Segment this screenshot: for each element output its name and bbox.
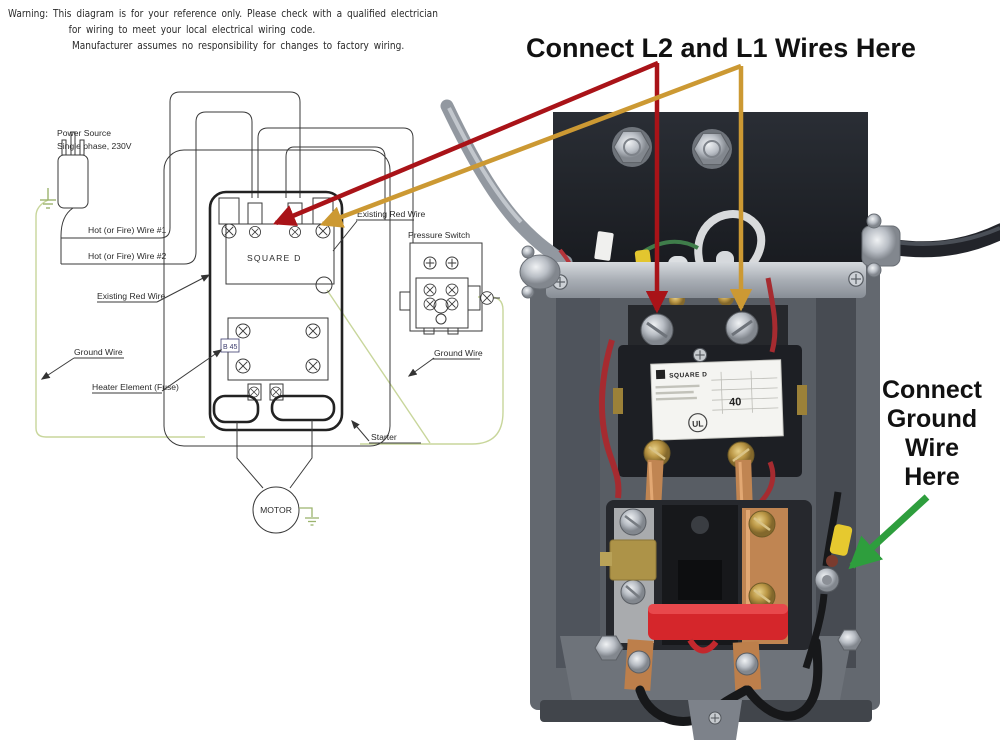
ground-terminal — [802, 491, 853, 670]
motor-circuit: MOTOR — [212, 394, 336, 534]
terminal-screw — [288, 225, 302, 239]
left-cable-clamp — [519, 245, 561, 299]
output-cable-highlight — [894, 226, 1000, 246]
contactor-brand: SQUARE D — [669, 371, 708, 379]
hot-wire-2-path — [61, 111, 253, 265]
power-source-label-2: Single phase, 230V — [57, 141, 132, 151]
motor-ground-symbol — [299, 507, 319, 526]
hot-wire-1-path — [61, 91, 301, 239]
heater-tab — [600, 552, 612, 566]
pressure-switch-symbol — [399, 242, 500, 335]
wire-loop — [212, 394, 260, 424]
square-d-label: SQUARE D — [247, 253, 302, 263]
side-terminal-screw — [480, 291, 494, 305]
ul-mark: UL — [692, 418, 704, 428]
terminal-screw — [221, 223, 237, 239]
starter-photo: SQUARE D 40 UL — [440, 99, 1000, 740]
plug-ground-symbol — [40, 188, 56, 209]
hot-wire-1-label: Hot (or Fire) Wire #1 — [88, 225, 167, 235]
heater-code-label: B 45 — [223, 344, 238, 351]
starter-outline — [208, 190, 344, 432]
contactor-label: SQUARE D 40 UL — [650, 359, 784, 441]
top-bracket — [546, 262, 866, 298]
warning-line-2: for wiring to meet your local electrical… — [68, 23, 316, 36]
hot-wire-2-label: Hot (or Fire) Wire #2 — [88, 251, 167, 261]
hot-wire-paths — [61, 91, 414, 265]
power-source-label-1: Power Source — [57, 128, 111, 138]
connect-ground-line: Ground — [886, 405, 978, 433]
contactor-rating: 40 — [729, 396, 742, 408]
panel-bolt — [692, 129, 732, 169]
warning-line-1: Warning: This diagram is for your refere… — [8, 7, 438, 20]
motor-label: MOTOR — [260, 505, 292, 515]
yellow-crimp-connector — [829, 524, 853, 556]
red-wire-right — [765, 277, 778, 353]
existing-red-wire-right-label: Existing Red Wire — [357, 209, 426, 219]
connect-wires-title: Connect L2 and L1 Wires Here — [526, 33, 916, 63]
cable-highlight — [447, 107, 523, 224]
ground-wire-left-label: Ground Wire — [74, 347, 123, 357]
photo-overload-relay — [600, 500, 812, 654]
ground-wire-left-path — [35, 199, 205, 438]
starter-label: Starter — [371, 432, 397, 442]
overload-symbol: B 45 — [220, 317, 329, 401]
schematic-labels: Hot (or Fire) Wire #1 Hot (or Fire) Wire… — [40, 209, 483, 444]
output-cable — [885, 223, 1000, 258]
cover-screw — [692, 347, 708, 363]
heater-element-photo — [609, 539, 657, 581]
side-lug — [613, 388, 623, 414]
ground-wire-diagonal — [326, 289, 431, 444]
annotation-arrows — [272, 60, 930, 570]
connect-ground-title: Connect Ground Wire Here — [870, 376, 994, 492]
box-shadow-left — [556, 296, 600, 668]
connect-ground-line: Here — [904, 463, 960, 491]
side-lug — [797, 385, 807, 415]
schematic: Power Source Single phase, 230V — [35, 91, 504, 534]
enclosure-outline — [163, 149, 391, 447]
green-arrow-to-ground — [848, 494, 930, 570]
red-arrow-to-schematic — [272, 60, 659, 226]
power-plug-icon — [57, 131, 89, 264]
ground-wire-black — [802, 593, 828, 670]
terminal-screw — [248, 225, 262, 239]
switch-feed-path-2 — [285, 146, 386, 220]
black-wire — [743, 637, 823, 721]
red-wire-left — [598, 339, 622, 499]
floor-bolt — [594, 629, 863, 661]
panel-bolt — [612, 127, 652, 167]
pressure-switch-body — [409, 242, 483, 332]
motor-symbol — [252, 486, 300, 534]
white-wire-loop — [694, 210, 766, 267]
bracket-screw — [848, 271, 864, 287]
existing-red-wire-left-label: Existing Red Wire — [97, 291, 166, 301]
connect-ground-line: Wire — [905, 434, 959, 462]
pressure-switch-label: Pressure Switch — [408, 230, 470, 240]
photo-contactor: SQUARE D 40 UL — [613, 305, 807, 477]
heater-element-label: Heater Element (Fuse) — [92, 382, 179, 392]
contactor-symbol: SQUARE D — [218, 197, 335, 294]
red-clip — [687, 638, 719, 654]
heater-code-box — [220, 338, 240, 353]
warning-text: Warning: This diagram is for your refere… — [8, 6, 438, 54]
lug-screw — [735, 652, 759, 676]
connect-ground-line: Connect — [882, 376, 982, 404]
wire-loop — [270, 394, 336, 422]
right-cable-clamp — [861, 213, 901, 278]
terminal-screw — [315, 223, 331, 239]
wire-tag — [594, 231, 614, 261]
switch-feed-path-1 — [257, 127, 414, 243]
coil-terminal — [315, 276, 333, 294]
lug-screw — [627, 650, 651, 674]
ground-wire-right-label: Ground Wire — [434, 348, 483, 358]
orange-arrow-to-schematic — [319, 63, 742, 228]
warning-line-3: Manufacturer assumes no responsibility f… — [71, 39, 405, 52]
